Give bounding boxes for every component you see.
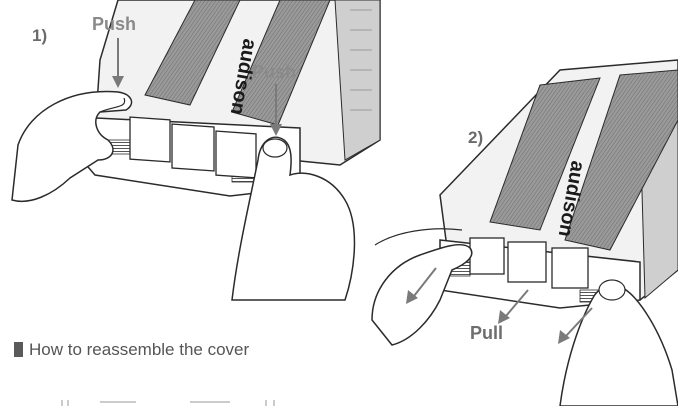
step1-right-hand	[231, 136, 356, 301]
step1-amplifier	[11, 0, 381, 301]
step2-pull-arrow-left	[406, 267, 437, 304]
step-2-number: 2)	[468, 128, 484, 147]
step2-amplifier	[371, 59, 678, 406]
push-label-right: Push	[252, 62, 297, 82]
push-label-left: Push	[92, 14, 137, 34]
step2-stripe-left	[489, 77, 601, 231]
step1-push-arrow-right	[270, 84, 282, 136]
step2-pull-arrow-center	[498, 289, 529, 324]
step2-stripe-right	[564, 69, 678, 251]
cropped-next-illustration	[61, 400, 275, 406]
section-caption: How to reassemble the cover	[14, 340, 249, 360]
step1-push-arrow-left	[112, 38, 124, 88]
step1-left-hand	[11, 90, 133, 202]
bullet-square-icon	[14, 342, 23, 357]
step2-pull-arrow-right	[558, 307, 593, 344]
pull-label: Pull	[470, 323, 504, 343]
step-1-number: 1)	[32, 26, 48, 45]
step2-left-hand	[371, 243, 473, 346]
caption-text: How to reassemble the cover	[29, 340, 250, 359]
step1-stripe-left	[144, 0, 241, 106]
